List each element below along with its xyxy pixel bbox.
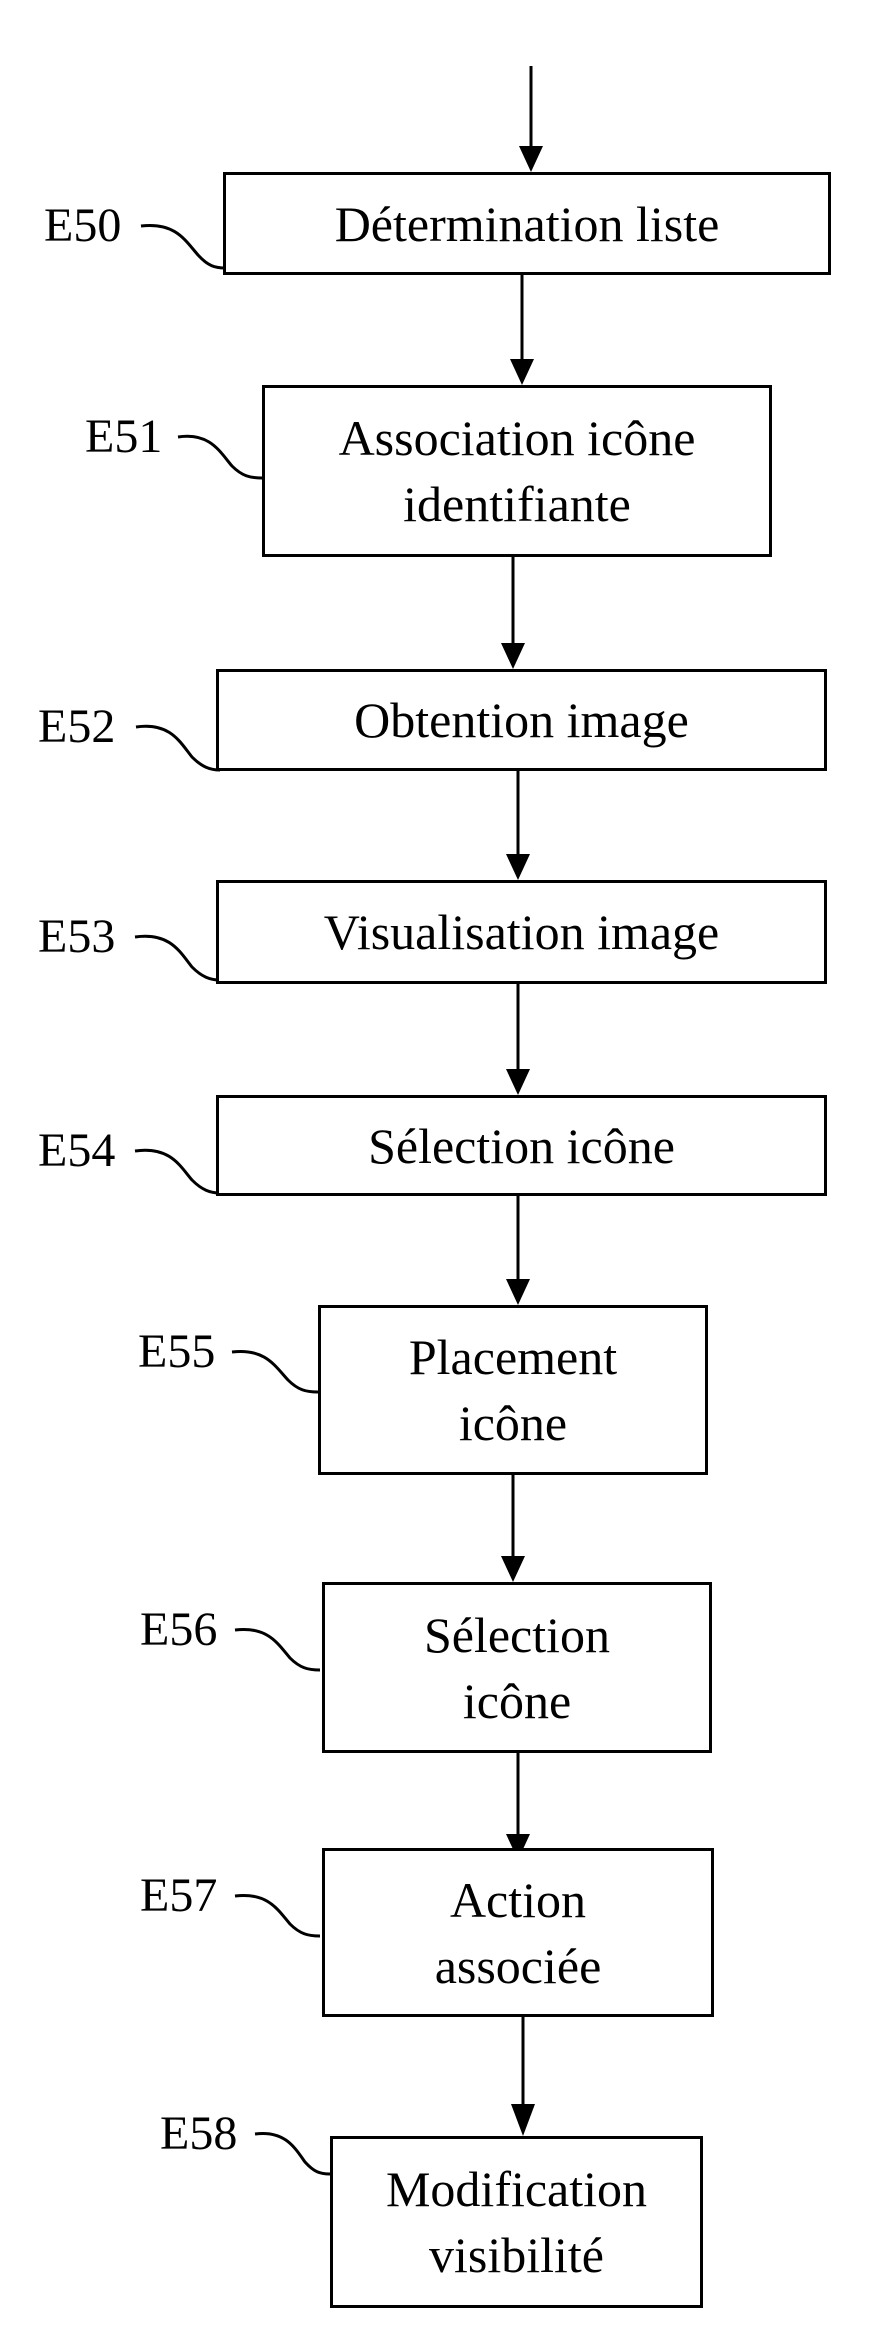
- step-box-e56: Sélection icône: [322, 1582, 712, 1753]
- step-label-e58: Modification visibilité: [385, 2161, 648, 2283]
- step-ref-e56: E56: [140, 1603, 218, 1656]
- step-label-e53: Visualisation image: [323, 904, 720, 960]
- arrowhead-e56-e57: [506, 1834, 530, 1860]
- step-ref-e50: E50: [44, 199, 122, 252]
- leader-e56: [234, 1627, 321, 1672]
- step-box-e53: Visualisation image: [216, 880, 827, 984]
- step-box-e55: Placement icône: [318, 1305, 708, 1475]
- leader-e54: [134, 1148, 221, 1195]
- step-ref-e51: E51: [85, 410, 163, 463]
- arrowhead-e53-e54: [506, 1069, 530, 1095]
- leader-e50: [140, 223, 226, 270]
- arrowhead-e50-e51: [510, 359, 534, 385]
- arrowhead-e57-e58: [511, 2104, 535, 2136]
- step-label-e55: Placement icône: [408, 1329, 618, 1451]
- arrowhead-e51-e52: [501, 643, 525, 669]
- step-box-e57: Action associée: [322, 1848, 714, 2017]
- step-label-e57: Action associée: [434, 1871, 602, 1994]
- entry-arrowhead: [519, 146, 543, 172]
- leader-e57: [234, 1893, 321, 1938]
- step-box-e58: Modification visibilité: [330, 2136, 703, 2308]
- step-ref-e53: E53: [38, 910, 116, 963]
- arrowhead-e55-e56: [501, 1556, 525, 1582]
- step-box-e50: Détermination liste: [223, 172, 831, 275]
- step-label-e56: Sélection icône: [423, 1606, 611, 1729]
- leader-e58: [254, 2131, 331, 2176]
- step-box-e52: Obtention image: [216, 669, 827, 771]
- step-label-e50: Détermination liste: [334, 195, 720, 252]
- arrowhead-e52-e53: [506, 854, 530, 880]
- arrowhead-e54-e55: [506, 1279, 530, 1305]
- step-box-e51: Association icône identifiante: [262, 385, 772, 557]
- step-ref-e57: E57: [140, 1869, 218, 1922]
- step-label-e52: Obtention image: [354, 692, 689, 748]
- leader-e55: [231, 1349, 319, 1394]
- step-ref-e54: E54: [38, 1124, 116, 1177]
- step-ref-e52: E52: [38, 700, 116, 753]
- step-label-e51: Association icône identifiante: [338, 410, 696, 532]
- step-ref-e55: E55: [138, 1325, 216, 1378]
- leader-e51: [177, 434, 263, 480]
- leader-e53: [134, 934, 221, 982]
- step-box-e54: Sélection icône: [216, 1095, 827, 1196]
- leader-e52: [135, 724, 221, 772]
- step-label-e54: Sélection icône: [368, 1117, 675, 1174]
- step-ref-e58: E58: [160, 2107, 238, 2160]
